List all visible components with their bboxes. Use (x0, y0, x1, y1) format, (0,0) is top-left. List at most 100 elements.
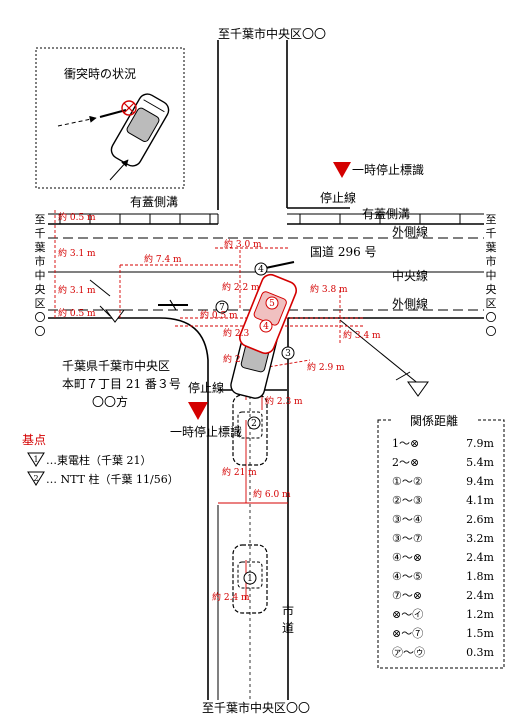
distance-row-label: ⊗～㋑ (392, 608, 423, 621)
inset-impact-mark (121, 100, 137, 116)
inset-bike-arrow (57, 115, 97, 127)
stop-sign-top-label: 一時停止標識 (352, 162, 424, 177)
destination-left-char: 区 (35, 297, 46, 310)
base-point-legend-1: 1 …東電柱（千葉 21） (27, 452, 152, 467)
distance-row-label: ③～⑦ (392, 532, 423, 545)
distance-row-label: ⊗～⑦ (392, 627, 423, 640)
measure-label: 約 3.8 m (310, 283, 348, 295)
stop-sign-bottom (188, 402, 208, 420)
distance-row-value: 3.2m (466, 532, 494, 545)
base-point-1-text: …東電柱（千葉 21） (46, 453, 152, 467)
distance-row-label: ⑦～⊗ (392, 589, 422, 602)
center-line-label: 中央線 (392, 268, 428, 283)
outer-line-bottom-label: 外側線 (392, 296, 428, 311)
inset-car (110, 93, 170, 167)
destination-right-char: 葉 (486, 240, 497, 254)
measure-label: 約 2.4 m (212, 591, 250, 603)
stop-sign-top (333, 162, 351, 178)
address-line-1: 千葉県千葉市中央区 (62, 358, 170, 373)
distance-row-label: ㋐～㋒ (392, 646, 425, 659)
destination-right-char: 中 (486, 269, 497, 282)
distance-row-value: 4.1m (466, 494, 494, 507)
measure-label: 約 6.0 m (253, 488, 291, 500)
measure-label: 約 3.4 m (343, 329, 381, 341)
destination-left-char: 中 (35, 269, 46, 282)
distance-row-value: 1.2m (466, 608, 494, 621)
measure-label: 約 2.3 m (265, 395, 303, 407)
measure-label: 約 2.9 m (307, 361, 345, 373)
measure-label: 約 0.5 m (200, 309, 238, 321)
distance-row-value: 1.8m (466, 570, 494, 583)
destination-left-char: 央 (35, 283, 46, 296)
distance-row-value: 2.4m (466, 589, 494, 602)
destination-left-char: 〇 (35, 325, 46, 338)
base-point-legend-2: 2 … NTT 柱（千葉 11/56） (27, 471, 179, 486)
distance-row-value: 1.5m (466, 627, 494, 640)
svg-text:1: 1 (247, 574, 253, 584)
city-road-label-2: 道 (282, 621, 294, 635)
address-line-2: 本町７丁目 21 番３号 (62, 377, 181, 391)
destination-right-char: 〇 (486, 311, 497, 324)
base-point-2-marker-label: 2 (33, 474, 38, 483)
destination-right: 至 千 葉 市 中 央 区 〇 〇 (486, 213, 497, 338)
distance-row-label: ②～③ (392, 494, 423, 507)
measure-label: 約 3.1 m (58, 284, 96, 296)
distance-row-value: 2.4m (466, 551, 494, 564)
destination-right-char: 至 (486, 213, 497, 226)
destination-left-char: 市 (35, 254, 46, 268)
destination-left-char: 〇 (35, 311, 46, 324)
inset-bike (99, 109, 127, 118)
destination-right-char: 央 (486, 283, 497, 296)
inset-car-arrow (109, 159, 129, 181)
distance-row-value: 0.3m (466, 646, 494, 659)
destination-left-char: 千 (35, 227, 46, 240)
distances-title: 関係距離 (410, 414, 458, 428)
distance-row-value: 2.6m (466, 513, 494, 526)
destination-right-char: 区 (486, 297, 497, 310)
gutter-left (48, 213, 219, 224)
city-road-label-1: 市 (282, 603, 294, 618)
measure-label: 約 3.0 m (224, 238, 262, 250)
measure-label: 約 0.5 m (58, 307, 96, 319)
svg-text:2: 2 (251, 419, 257, 429)
distances-table: 関係距離 (377, 413, 505, 669)
stop-sign-bottom-label: 一時停止標識 (170, 424, 242, 439)
distance-row-label: 1～⊗ (392, 437, 419, 450)
destination-left: 至 千 葉 市 中 央 区 〇 〇 (35, 213, 46, 338)
gutter-top-label: 有蓋側溝 (130, 195, 178, 209)
distance-row-label: ④～⑤ (392, 570, 423, 583)
distance-row-value: 5.4m (466, 456, 494, 469)
address-line-3: 〇〇方 (92, 394, 128, 409)
destination-bottom: 至千葉市中央区〇〇 (202, 700, 310, 715)
destination-right-char: 〇 (486, 325, 497, 338)
stop-line-top-label: 停止線 (320, 190, 356, 205)
distance-row-label: ①～② (392, 475, 423, 488)
distance-row-label: 2～⊗ (392, 456, 419, 469)
bicycle-1 (158, 299, 188, 311)
svg-text:4: 4 (258, 265, 264, 275)
destination-right-char: 市 (486, 254, 497, 268)
car-position-1 (232, 544, 268, 614)
measurement-labels: 約 0.5 m 約 3.1 m 約 3.1 m 約 0.5 m 約 7.4 m … (58, 211, 381, 603)
measure-label: 約 21 m (222, 466, 257, 478)
position-markers: 1 2 3 4 5 7 4 (215, 262, 295, 585)
measure-label: 約 3.1 m (58, 247, 96, 259)
svg-text:3: 3 (285, 349, 291, 359)
distance-row-value: 9.4m (466, 475, 494, 488)
measure-label: 約 2.3 (223, 327, 249, 339)
gutter-right (287, 213, 484, 224)
svg-text:4: 4 (263, 322, 269, 332)
destination-left-char: 至 (35, 213, 46, 226)
route-label: 国道 296 号 (310, 245, 377, 259)
distance-row-label: ③～④ (392, 513, 423, 526)
measure-label: 約 2 (223, 353, 241, 365)
destination-top: 至千葉市中央区〇〇 (218, 26, 326, 41)
stop-line-left-label: 停止線 (188, 380, 224, 395)
inset-box (35, 47, 185, 189)
measure-label: 約 7.4 m (144, 253, 182, 265)
measure-label: 約 2.2 m (222, 281, 260, 293)
gutter-right-label: 有蓋側溝 (362, 207, 410, 221)
outer-line-top-label: 外側線 (392, 224, 428, 239)
